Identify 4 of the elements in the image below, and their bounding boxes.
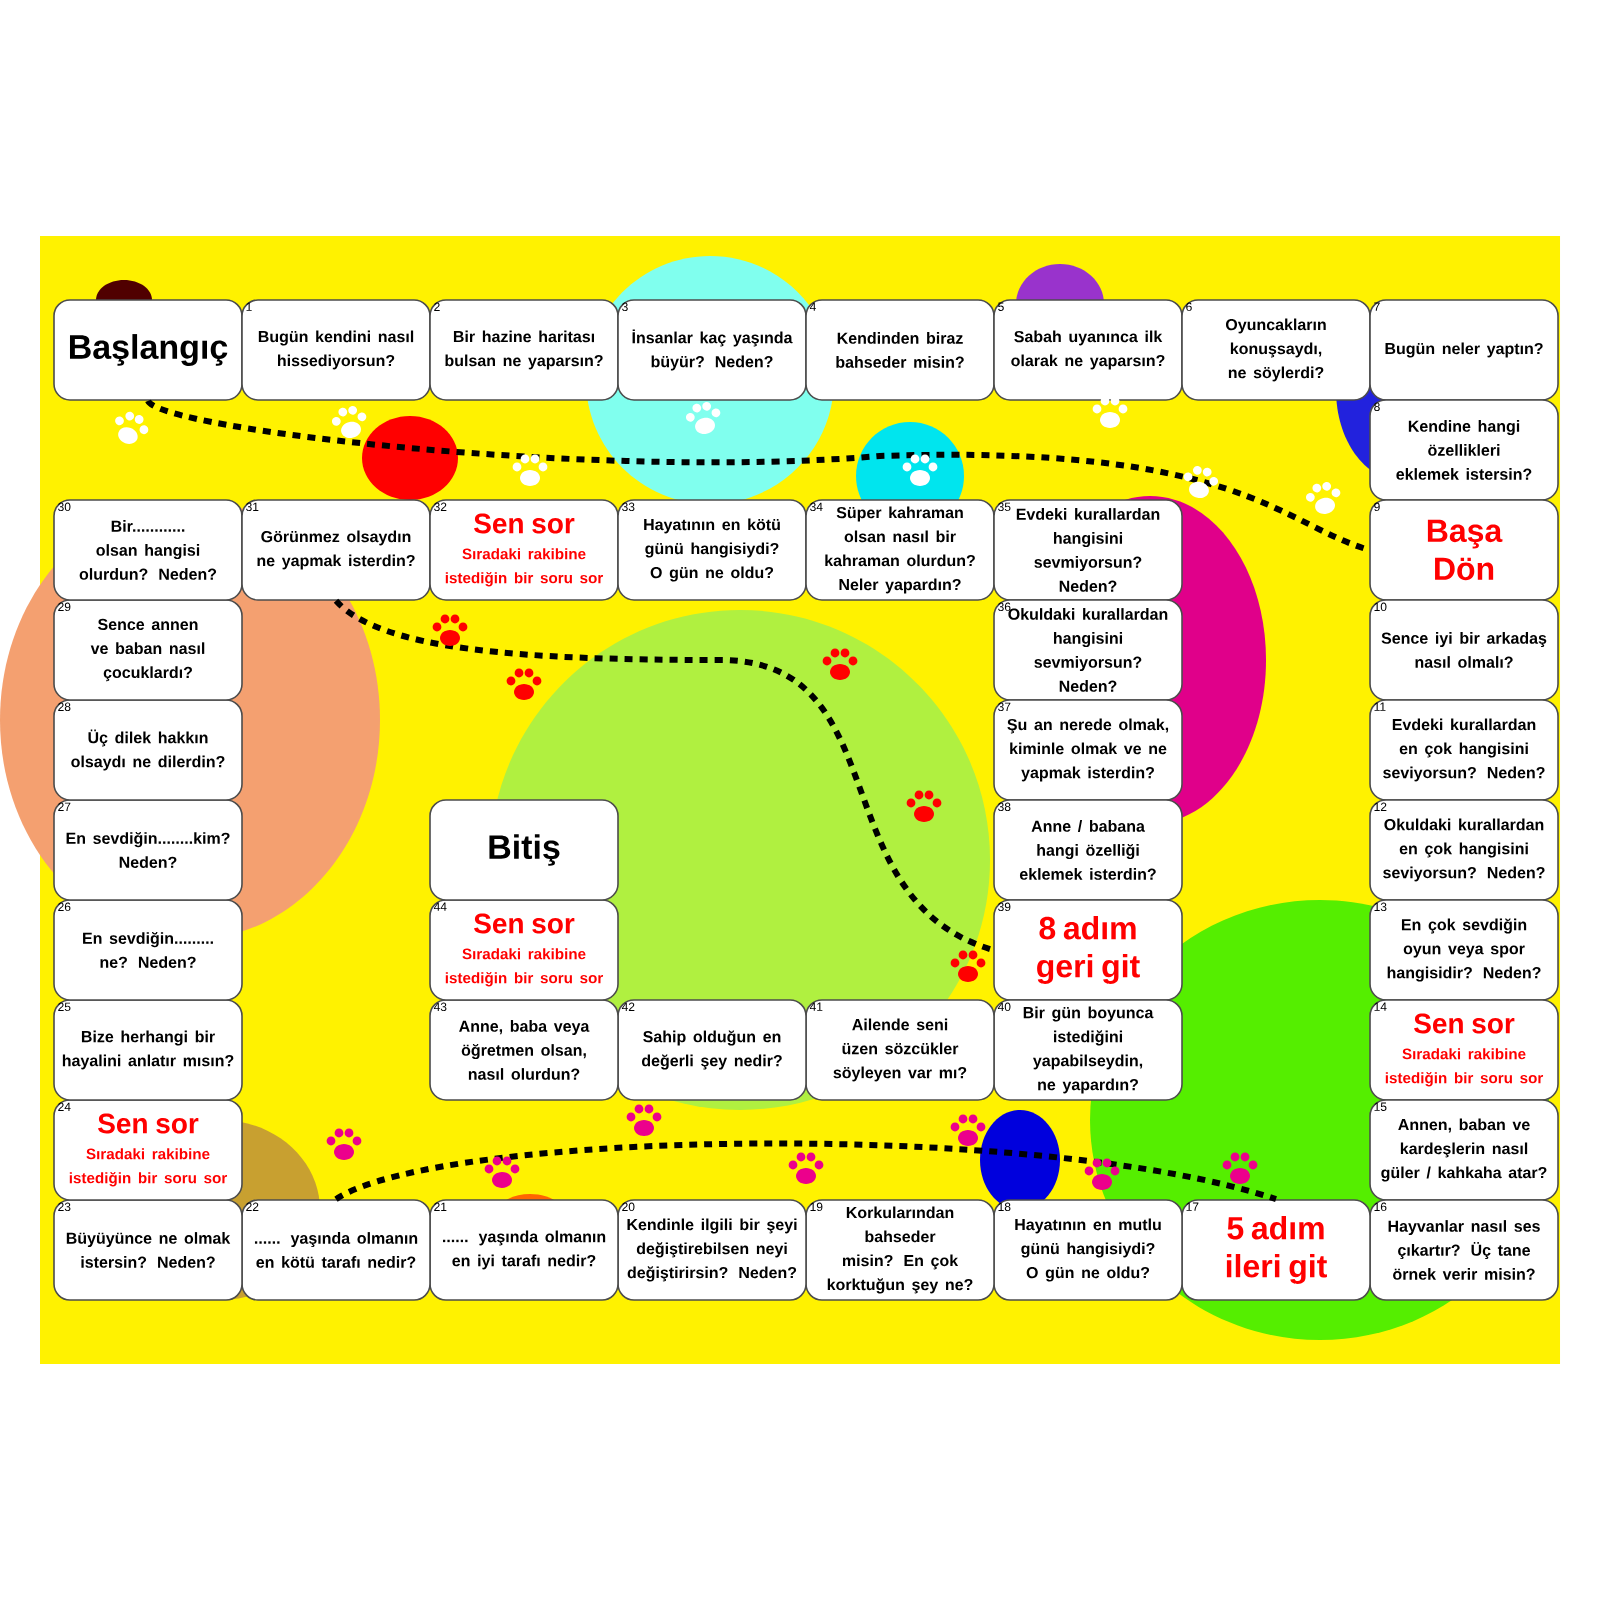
dotted-path bbox=[334, 1140, 1277, 1203]
dotted-path bbox=[334, 598, 995, 953]
game-cell: Bitiş bbox=[429, 799, 619, 901]
game-cell: Başlangıç bbox=[53, 299, 243, 401]
